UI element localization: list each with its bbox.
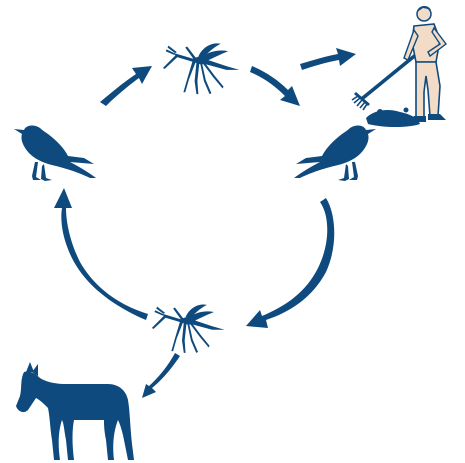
arrow-mosquito-top-to-bird-right <box>250 66 300 106</box>
bird-icon <box>294 126 376 181</box>
arrow-mosquito-top-to-human <box>300 48 356 70</box>
horse-icon <box>16 362 134 460</box>
arrow-mosquito-bottom-to-bird-left <box>54 188 148 320</box>
human-with-rake-icon <box>352 6 446 127</box>
bird-icon <box>14 126 96 181</box>
mosquito-icon <box>163 43 240 94</box>
arrow-mosquito-bottom-to-horse <box>142 353 180 398</box>
arrow-bird-left-to-mosquito-top <box>100 66 152 106</box>
mosquito-icon <box>152 305 225 353</box>
arrow-bird-right-to-mosquito-bottom <box>246 198 334 328</box>
